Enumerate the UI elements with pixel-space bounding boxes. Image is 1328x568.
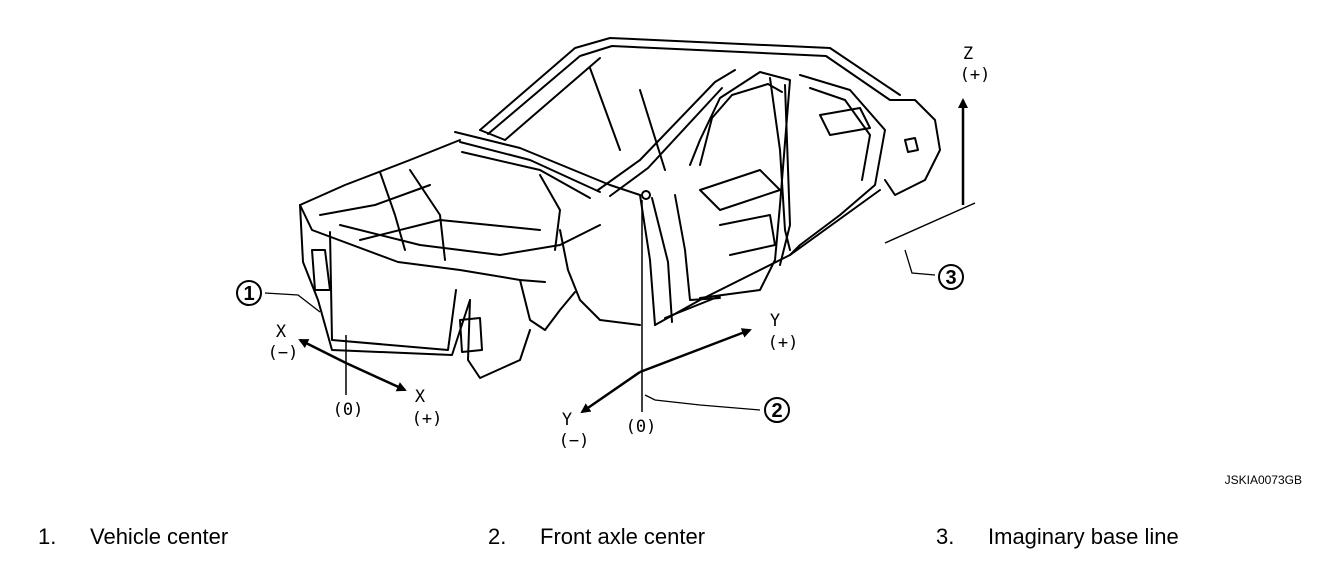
y-axis-arrow — [639, 328, 752, 374]
x-zero: (0) — [333, 400, 364, 420]
legend: 1. Vehicle center 2. Front axle center 3. I… — [0, 524, 1328, 554]
legend-label: Imaginary base line — [988, 524, 1179, 549]
y-axis — [580, 328, 752, 414]
callout-2: 2 — [764, 397, 790, 423]
y-zero: (0) — [626, 417, 657, 437]
x-axis — [298, 338, 407, 392]
x-axis-arrow — [298, 338, 347, 365]
svg-text:3: 3 — [945, 267, 956, 289]
y-plus-sign: (+) — [768, 333, 799, 353]
y-plus-name: Y — [770, 311, 780, 331]
x-plus-name: X — [415, 387, 426, 407]
legend-label: Front axle center — [540, 524, 706, 549]
callout-1: 1 — [236, 280, 262, 306]
z-name: Z — [963, 44, 973, 64]
legend-item-vehicle-center: 1. Vehicle center — [38, 524, 228, 550]
x-minus-name: X — [276, 322, 287, 342]
callout-3: 3 — [938, 264, 964, 290]
callout-leaders — [264, 249, 936, 411]
y-axis-arrow — [580, 370, 641, 414]
x-plus-sign: (+) — [412, 409, 443, 429]
y-minus-sign: (−) — [559, 431, 590, 451]
figure-code: JSKIA0073GB — [1225, 473, 1302, 487]
legend-number: 1. — [38, 524, 57, 549]
z-plus-sign: (+) — [960, 65, 991, 85]
svg-text:2: 2 — [771, 400, 782, 422]
legend-item-front-axle-center: 2. Front axle center — [488, 524, 705, 550]
legend-number: 3. — [936, 524, 955, 549]
legend-item-imaginary-base-line: 3. Imaginary base line — [936, 524, 1179, 550]
legend-number: 2. — [488, 524, 507, 549]
svg-text:1: 1 — [243, 283, 254, 305]
car-body-illustration — [299, 37, 941, 379]
legend-label: Vehicle center — [90, 524, 229, 549]
imaginary-base-line — [884, 202, 976, 244]
x-axis-arrow — [345, 361, 407, 392]
car-body-diagram: 1 2 3 X (−) X (+) (0) Y (+) Y (−) (0) Z … — [236, 37, 1302, 487]
y-minus-name: Y — [562, 410, 572, 430]
x-minus-sign: (−) — [268, 343, 299, 363]
